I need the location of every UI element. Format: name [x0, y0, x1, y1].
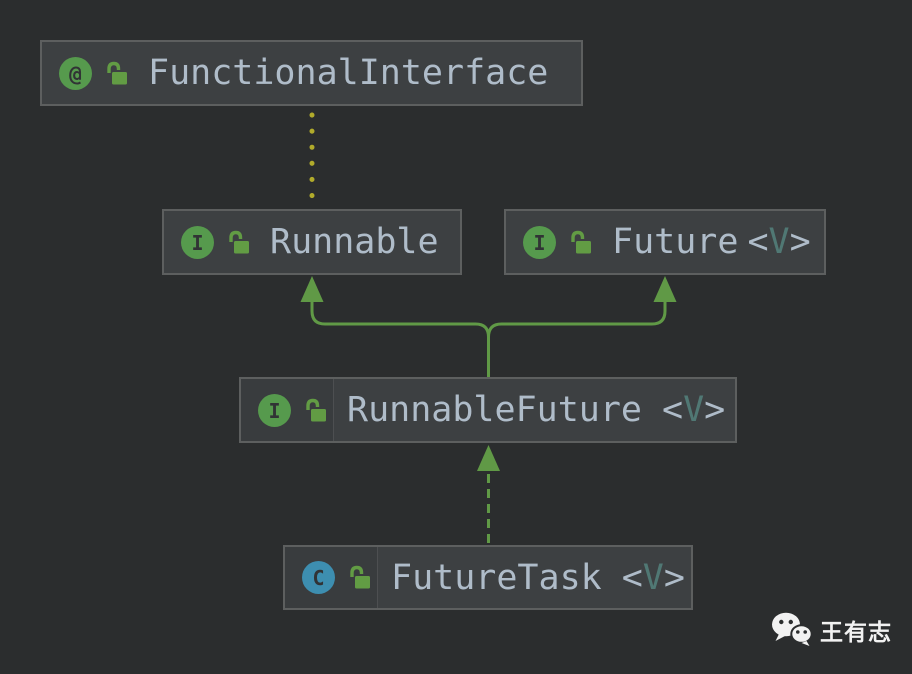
class-name: RunnableFuture <V> [347, 390, 725, 430]
svg-text:I: I [191, 231, 203, 255]
edge-extends-future [487, 302, 667, 377]
class-name: FunctionalInterface [148, 53, 548, 93]
class-node-future[interactable]: I Future<V> [504, 209, 826, 275]
class-name-text: Future [612, 222, 739, 262]
node-icon-area: @ [42, 42, 135, 104]
class-name: FutureTask <V> [391, 558, 685, 598]
generic-close-bracket: > [789, 222, 811, 262]
generic-param: V [768, 222, 790, 262]
generic-type: <V> [747, 222, 810, 262]
generic-type: <V> [662, 390, 725, 430]
generic-param: V [683, 390, 705, 430]
generic-open-bracket: < [747, 222, 769, 262]
svg-text:C: C [312, 566, 324, 590]
class-name-text: FutureTask [391, 557, 602, 598]
edge-extends-runnable [310, 302, 490, 377]
interface-icon: I [523, 225, 556, 259]
generic-close-bracket: > [663, 557, 685, 598]
interface-icon: I [181, 225, 214, 259]
unlock-icon [229, 230, 249, 253]
generic-type: <V> [622, 558, 685, 598]
arrowhead-to-runnablefuture [477, 445, 500, 471]
node-icon-area: C [285, 547, 378, 608]
class-name-text: RunnableFuture [347, 390, 643, 430]
class-name-text: Runnable [270, 222, 439, 262]
interface-icon: I [258, 393, 291, 427]
watermark: 王有志 [771, 611, 892, 649]
class-name: Future<V> [612, 222, 811, 262]
svg-text:@: @ [69, 62, 82, 86]
class-name-text: FunctionalInterface [148, 53, 549, 93]
node-icon-area: I [506, 211, 599, 273]
class-node-runnablefuture[interactable]: I RunnableFuture <V> [239, 377, 737, 443]
class-node-futuretask[interactable]: C FutureTask <V> [283, 545, 693, 610]
generic-param: V [642, 557, 664, 598]
node-icon-area: I [164, 211, 257, 273]
generic-open-bracket: < [621, 557, 643, 598]
unlock-icon [107, 61, 127, 84]
generic-open-bracket: < [662, 390, 684, 430]
arrowhead-to-future [653, 276, 677, 302]
class-icon: C [302, 561, 335, 594]
node-icon-area: I [241, 379, 334, 441]
unlock-icon [306, 398, 326, 421]
wechat-icon [772, 612, 813, 646]
annotation-icon: @ [59, 56, 92, 90]
watermark-text: 王有志 [820, 620, 892, 646]
svg-text:I: I [533, 231, 545, 255]
generic-close-bracket: > [704, 390, 726, 430]
svg-text:I: I [268, 399, 280, 423]
unlock-icon [350, 565, 370, 589]
unlock-icon [571, 230, 591, 253]
class-node-runnable[interactable]: I Runnable [162, 209, 462, 275]
class-name: Runnable [270, 222, 439, 262]
arrowhead-to-runnable [300, 276, 324, 302]
class-node-functionalinterface[interactable]: @ FunctionalInterface [40, 40, 583, 106]
